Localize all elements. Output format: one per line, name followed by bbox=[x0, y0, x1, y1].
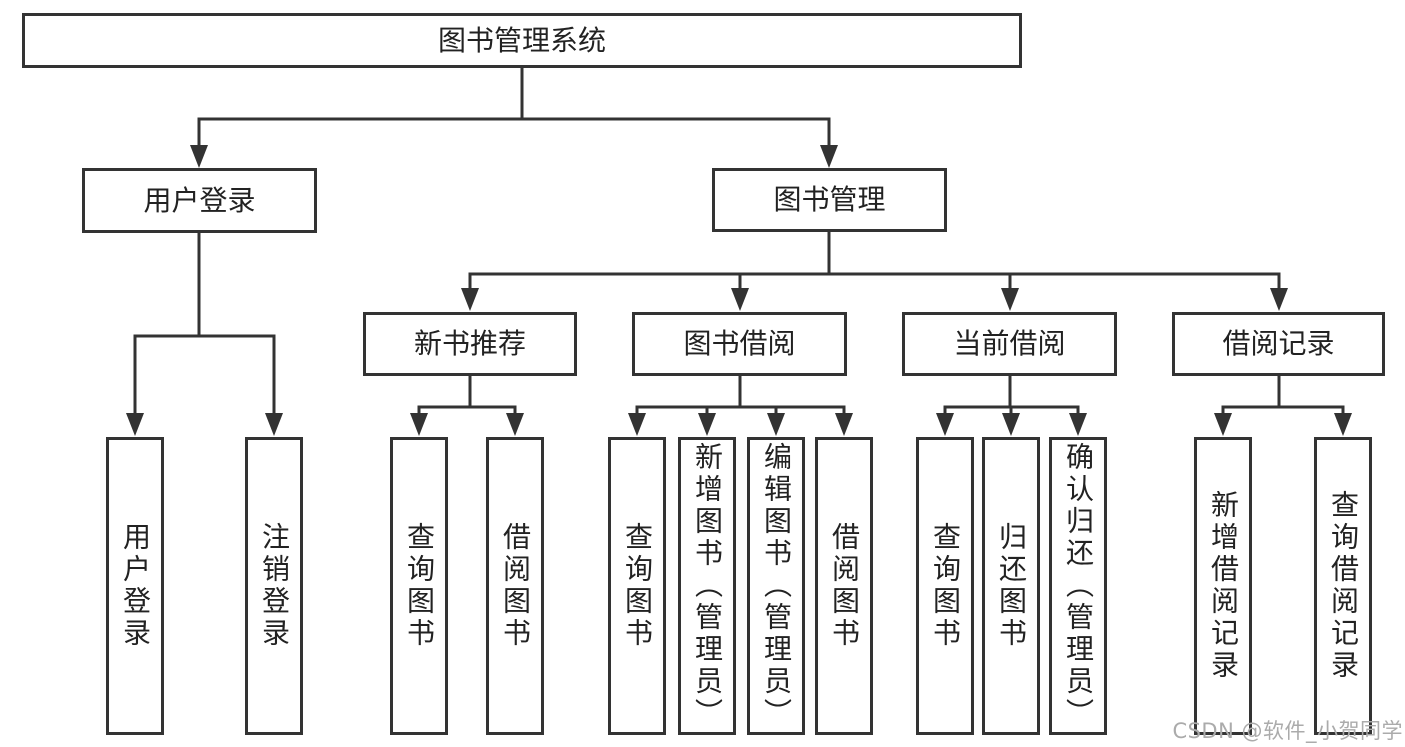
arrowhead-icon bbox=[628, 413, 646, 436]
node-root: 图书管理系统 bbox=[22, 13, 1022, 68]
arrowhead-icon bbox=[1069, 413, 1087, 436]
node-label: 图书管理 bbox=[773, 183, 886, 216]
connector-user-login-to-leaves bbox=[126, 233, 283, 436]
node-label: 当前借阅 bbox=[953, 327, 1066, 360]
arrowhead-icon bbox=[767, 413, 785, 436]
node-label: 新增图书（管理员） bbox=[691, 442, 724, 730]
connector-book-borrowing-to-leaves bbox=[628, 376, 853, 436]
node-leaf-confirm-return-admin: 确认归还（管理员） bbox=[1049, 437, 1107, 735]
node-leaf-borrow-books: 借阅图书 bbox=[815, 437, 873, 735]
arrowhead-icon bbox=[731, 288, 749, 311]
node-label: 注销登录 bbox=[258, 522, 291, 650]
csdn-watermark: CSDN @软件_小贺同学 bbox=[1172, 719, 1403, 743]
node-leaf-logout: 注销登录 bbox=[245, 437, 303, 735]
node-label: 借阅图书 bbox=[828, 522, 861, 650]
node-label: 确认归还（管理员） bbox=[1062, 442, 1095, 730]
arrowhead-icon bbox=[461, 288, 479, 311]
arrowhead-icon bbox=[835, 413, 853, 436]
node-label: 归还图书 bbox=[995, 522, 1028, 650]
node-label: 用户登录 bbox=[119, 522, 152, 650]
connector-book-management-to-sections bbox=[461, 232, 1288, 311]
node-new-book-recommend: 新书推荐 bbox=[363, 312, 577, 376]
arrowhead-icon bbox=[126, 413, 144, 436]
node-label: 借阅图书 bbox=[499, 522, 532, 650]
node-label: 图书管理系统 bbox=[437, 23, 606, 57]
node-label: 查询借阅记录 bbox=[1327, 490, 1360, 682]
node-leaf-add-book-admin: 新增图书（管理员） bbox=[678, 437, 736, 735]
node-leaf-query-books-recommend: 查询图书 bbox=[390, 437, 448, 735]
node-label: 新增借阅记录 bbox=[1207, 490, 1240, 682]
node-label: 借阅记录 bbox=[1222, 327, 1335, 360]
node-label: 用户登录 bbox=[143, 183, 256, 217]
node-book-management: 图书管理 bbox=[712, 168, 947, 232]
node-leaf-return-books: 归还图书 bbox=[982, 437, 1040, 735]
node-leaf-borrow-books-recommend: 借阅图书 bbox=[486, 437, 544, 735]
node-borrowing-records: 借阅记录 bbox=[1172, 312, 1385, 376]
node-leaf-query-books-borrow: 查询图书 bbox=[608, 437, 666, 735]
node-leaf-query-books-current: 查询图书 bbox=[916, 437, 974, 735]
node-user-login: 用户登录 bbox=[82, 168, 317, 233]
arrowhead-icon bbox=[698, 413, 716, 436]
node-label: 编辑图书（管理员） bbox=[760, 442, 793, 730]
node-label: 查询图书 bbox=[621, 522, 654, 650]
connector-new-book-recommend-to-leaves bbox=[410, 376, 524, 436]
arrowhead-icon bbox=[1001, 288, 1019, 311]
node-current-borrowing: 当前借阅 bbox=[902, 312, 1117, 376]
connector-root-to-level2 bbox=[190, 68, 838, 168]
node-label: 查询图书 bbox=[929, 522, 962, 650]
node-leaf-user-login: 用户登录 bbox=[106, 437, 164, 735]
node-leaf-query-borrow-record: 查询借阅记录 bbox=[1314, 437, 1372, 735]
connector-current-borrowing-to-leaves bbox=[936, 376, 1087, 436]
connector-borrowing-records-to-leaves bbox=[1214, 376, 1352, 436]
arrowhead-icon bbox=[936, 413, 954, 436]
node-label: 新书推荐 bbox=[413, 327, 526, 360]
arrowhead-icon bbox=[820, 145, 838, 168]
arrowhead-icon bbox=[1334, 413, 1352, 436]
node-label: 查询图书 bbox=[403, 522, 436, 650]
node-book-borrowing: 图书借阅 bbox=[632, 312, 847, 376]
arrowhead-icon bbox=[190, 145, 208, 168]
arrowhead-icon bbox=[506, 413, 524, 436]
arrowhead-icon bbox=[1002, 413, 1020, 436]
arrowhead-icon bbox=[265, 413, 283, 436]
arrowhead-icon bbox=[410, 413, 428, 436]
node-leaf-edit-book-admin: 编辑图书（管理员） bbox=[747, 437, 805, 735]
node-label: 图书借阅 bbox=[683, 327, 796, 360]
node-leaf-add-borrow-record: 新增借阅记录 bbox=[1194, 437, 1252, 735]
arrowhead-icon bbox=[1270, 288, 1288, 311]
arrowhead-icon bbox=[1214, 413, 1232, 436]
